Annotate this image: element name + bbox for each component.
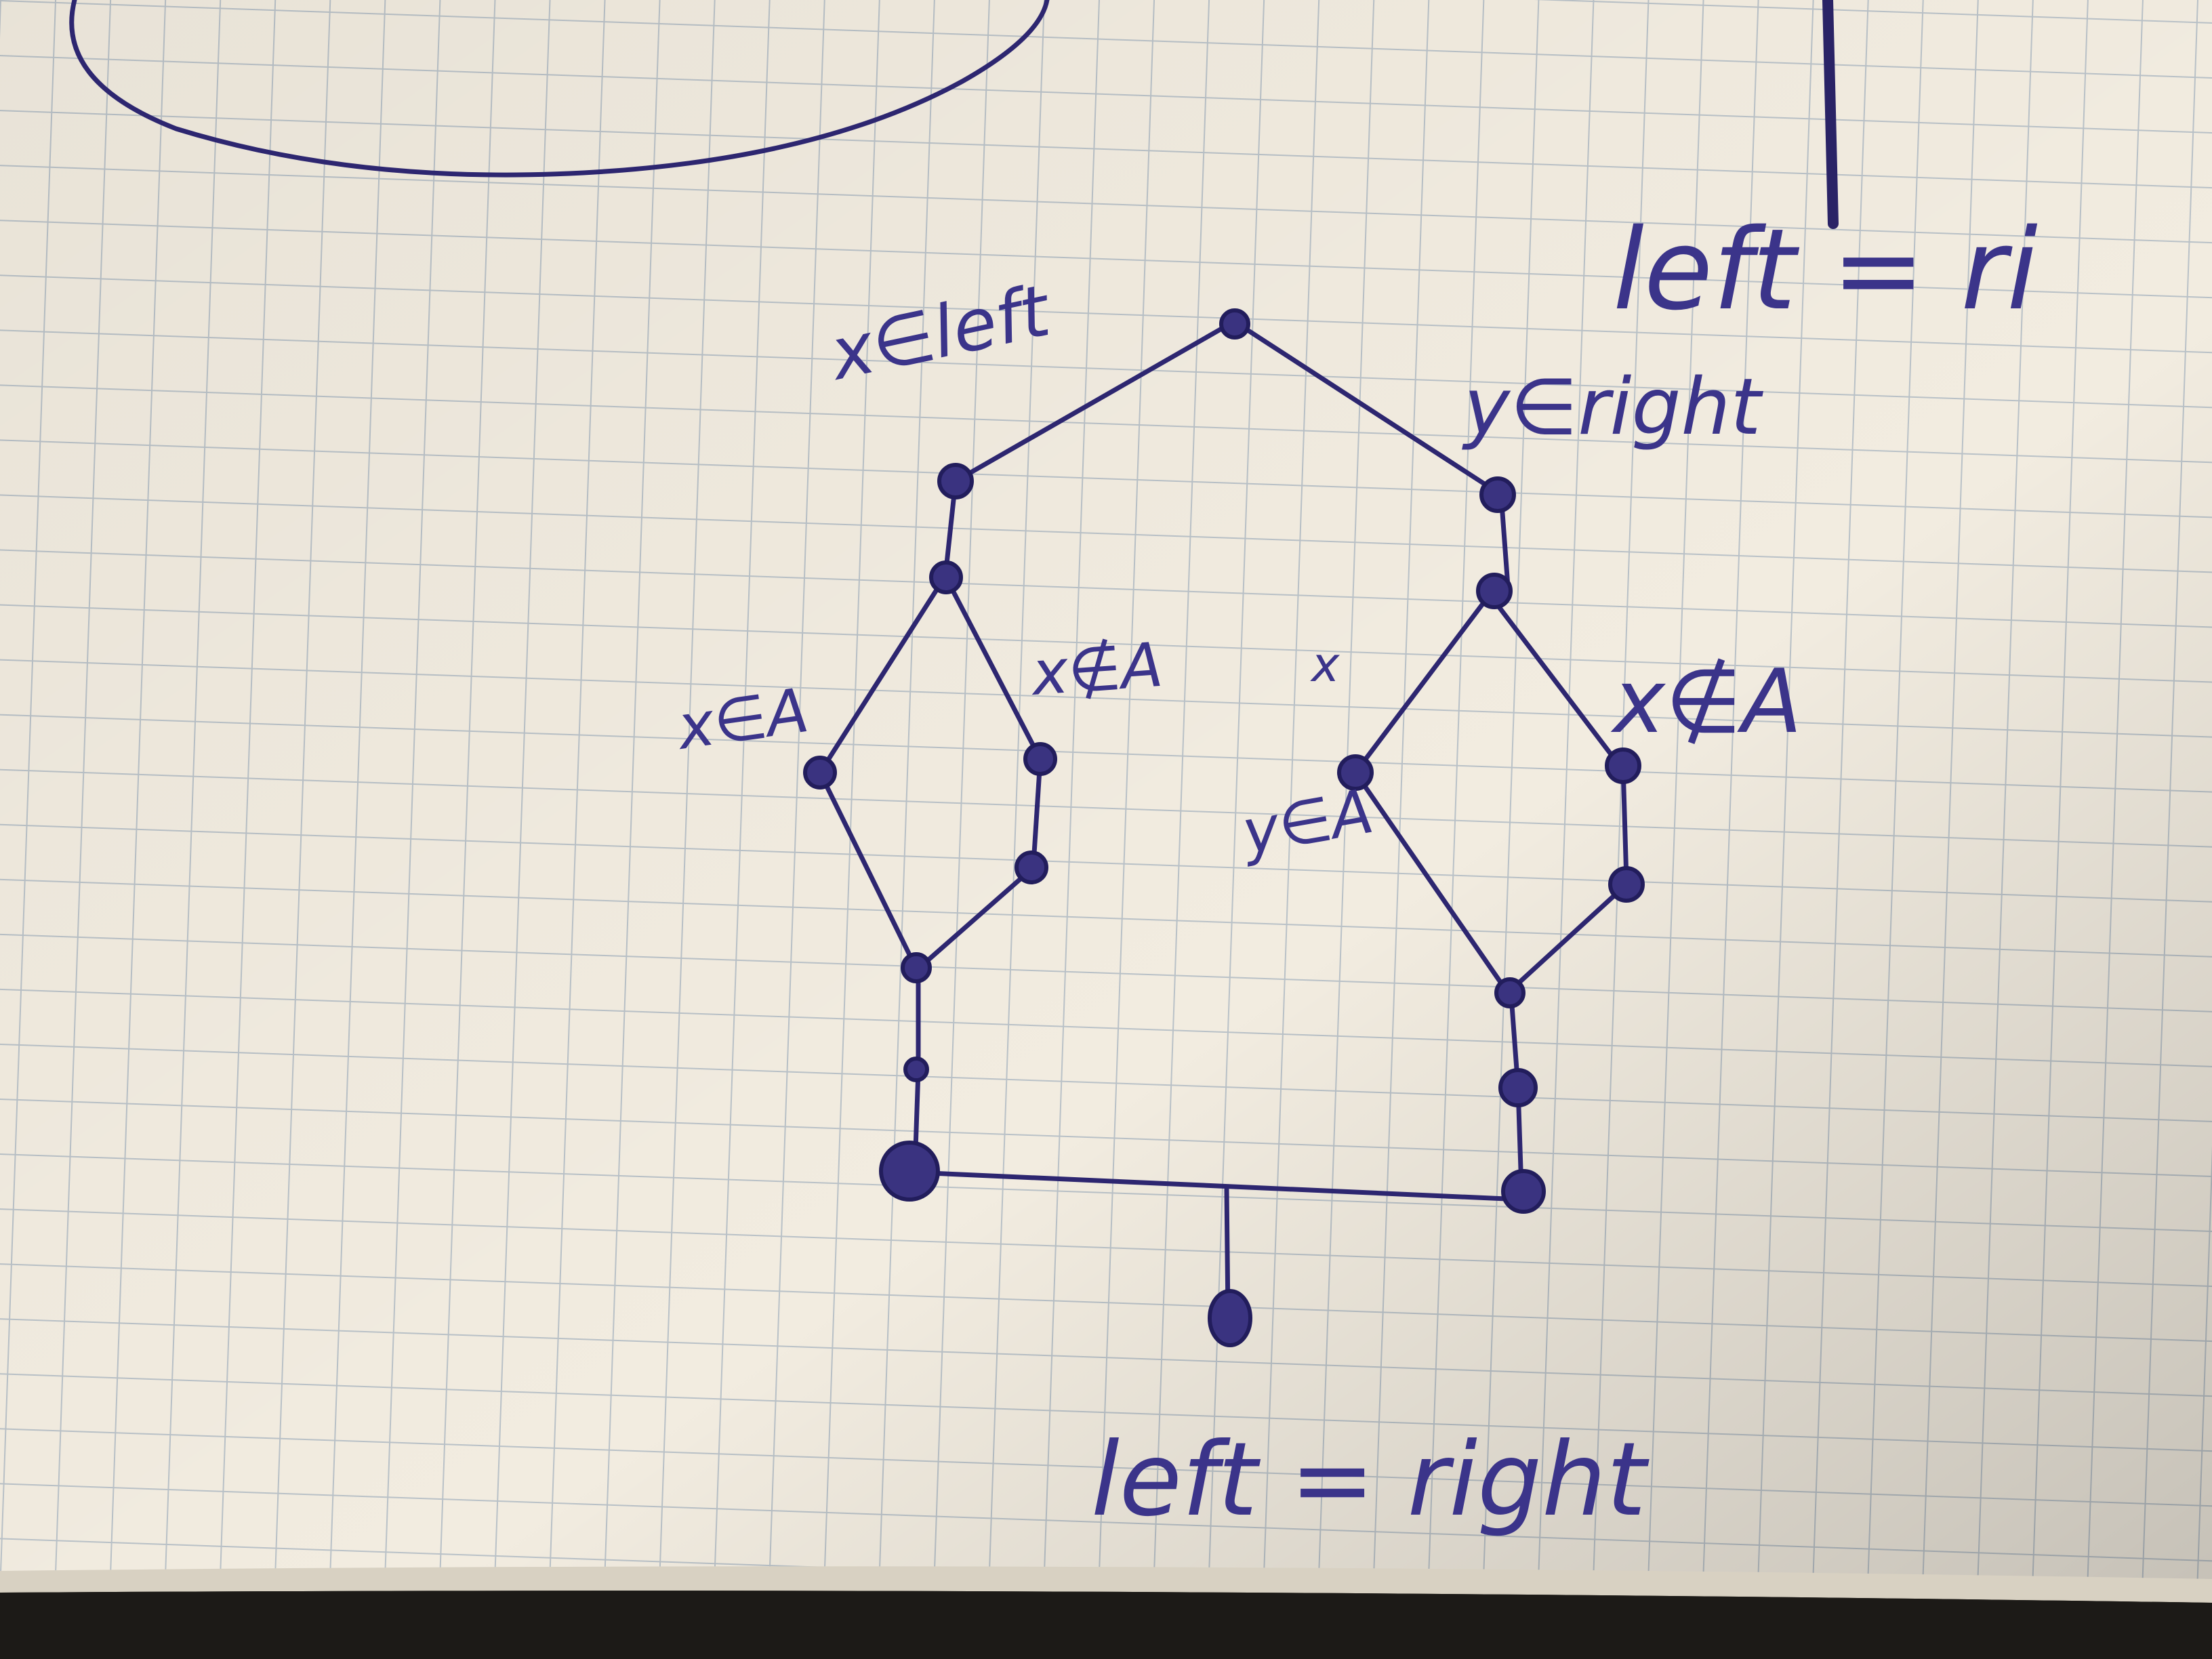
node (903, 1057, 929, 1082)
oval-shape (69, 0, 1050, 178)
node (1479, 476, 1516, 513)
graph-nodes (803, 308, 1645, 1347)
label-left-not-in-a: x∉A (1027, 630, 1165, 710)
node (1501, 1169, 1546, 1214)
node (1023, 742, 1057, 776)
node-terminal (1208, 1289, 1252, 1347)
node (929, 560, 963, 594)
node (1608, 866, 1645, 903)
grid-paper (0, 0, 2212, 1579)
node-root (1219, 308, 1250, 340)
node (1498, 1068, 1538, 1107)
page-edge (0, 1566, 2212, 1659)
label-right-not-in-a: x∉A (1610, 650, 1802, 753)
vertical-bar (1822, 0, 1839, 229)
node (879, 1141, 940, 1202)
node (1337, 754, 1374, 791)
graph-labels: x∈left y∈right x∈A x∉A x y∈A x∉A left = … (671, 269, 1802, 1539)
node (901, 952, 932, 983)
node (1494, 977, 1525, 1008)
bottom-equation: left = right (1091, 1421, 1650, 1539)
node (803, 756, 837, 790)
node (1476, 573, 1513, 609)
label-center-mark: x (1310, 637, 1340, 693)
graph-edges (817, 319, 1629, 1317)
node (1015, 851, 1048, 884)
node (1605, 747, 1641, 784)
corner-equation: left = ri (1613, 205, 2038, 335)
label-right-branch: y∈right (1462, 362, 1763, 453)
node (937, 463, 974, 499)
